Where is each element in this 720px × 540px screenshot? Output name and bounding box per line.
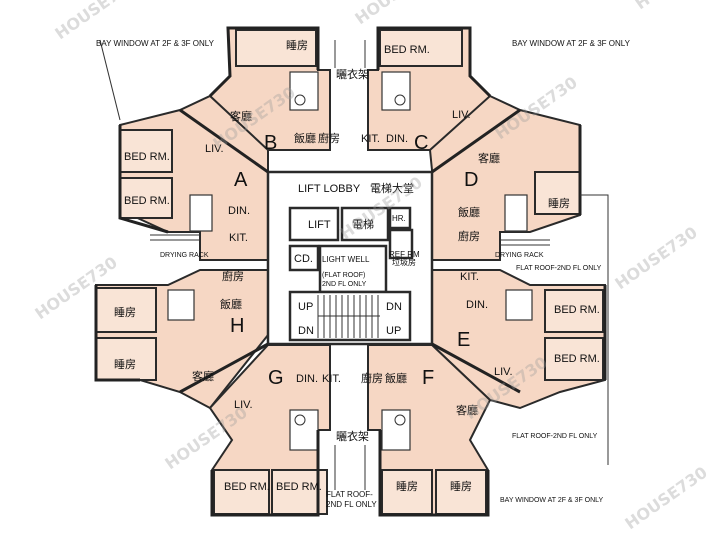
unit-e-bedroom-2 [544,337,604,381]
unit-b-label: B [264,132,277,154]
unit-g-bed1: BED RM. [224,481,270,493]
drying-rack-top: 曬衣架 [336,67,369,81]
unit-a-liv: LIV. [205,143,224,155]
stair-up-2: UP [386,325,401,337]
refuse-room-cn-label: 垃圾房 [392,257,416,267]
unit-e-bed1: BED RM. [554,304,600,316]
lift-1 [288,206,340,242]
unit-c-bedroom [379,29,463,67]
unit-b-bedroom [235,29,317,67]
bedroom-fills [95,29,604,515]
flat-roof-core-2: 2ND FL ONLY [322,281,367,288]
unit-h-kit: 廚房 [222,269,244,283]
unit-f-label: F [422,367,434,389]
unit-e-kit: KIT. [460,271,479,283]
unit-f-liv: 客廳 [456,403,478,417]
watermark-1: HOUSE730 [51,0,140,43]
unit-a-kit: KIT. [229,232,248,244]
unit-a-din: DIN. [228,205,250,217]
stair-up-1: UP [298,301,313,313]
flat-roof-core-1: (FLAT ROOF) [322,272,365,279]
unit-c-din: DIN. [386,133,408,145]
unit-d-bed: 睡房 [548,197,570,210]
unit-b-din: 飯廳 [294,131,316,145]
unit-f-bedroom-2 [435,469,487,515]
unit-c-kit: KIT. [361,133,380,145]
drying-rack-left: DRYING RACK [160,252,209,259]
unit-h-bed1: 睡房 [114,306,136,319]
unit-d-liv: 客廳 [478,151,500,165]
unit-f-din: 飯廳 [385,371,407,385]
hose-reel [388,206,412,230]
stair-dn-1: DN [386,301,402,313]
unit-f-bed2: 睡房 [450,480,472,493]
unit-g-liv: LIV. [234,399,253,411]
unit-d-kit: 廚房 [458,229,480,243]
unit-h-bed2: 睡房 [114,358,136,371]
unit-d-din: 飯廳 [458,205,480,219]
unit-a-bedroom-1 [119,129,173,173]
unit-d-label: D [464,169,478,191]
unit-h-bedroom-1 [95,287,157,333]
lift-2 [340,206,390,242]
unit-h-label: H [230,315,244,337]
unit-a-bed1: BED RM. [124,151,170,163]
lift-lobby-cn-label: 電梯大堂 [370,181,414,195]
lift-cn-label: 電梯 [352,218,374,231]
watermark-7: HOUSE730 [611,223,700,294]
unit-a-bed2: BED RM. [124,195,170,207]
light-well-label: LIGHT WELL [322,255,370,264]
unit-b-bed: 睡房 [286,39,308,52]
flat-roof-right-1: FLAT ROOF-2ND FL ONLY [516,265,602,272]
unit-b-liv: 客廳 [230,109,252,123]
watermark-11: HOUSE730 [621,463,710,534]
unit-f-bed1: 睡房 [396,480,418,493]
lift-lobby-label: LIFT LOBBY [298,183,361,195]
unit-c-label: C [414,132,428,154]
exterior-walls [94,26,607,517]
bathrooms [167,71,533,451]
cable-duct-label: CD. [294,253,313,265]
unit-h-din: 飯廳 [220,297,242,311]
unit-f-bedroom-1 [381,469,433,515]
drying-rack-bottom: 曬衣架 [336,429,369,443]
unit-g-kit: KIT. [322,373,341,385]
bay-window-note-br: BAY WINDOW AT 2F & 3F ONLY [500,497,604,504]
refuse-room-label: REF RM [389,250,420,259]
cable-duct [288,244,320,272]
bay-window-note-tr: BAY WINDOW AT 2F & 3F ONLY [512,39,631,48]
unit-g-bedroom-1 [213,469,270,515]
unit-g-bed2: BED RM. [276,481,322,493]
unit-h-liv: 客廳 [192,369,214,383]
lift-label: LIFT [308,219,331,231]
stair-dn-2: DN [298,325,314,337]
bay-window-note-tl: BAY WINDOW AT 2F & 3F ONLY [96,39,215,48]
drying-rack-right: DRYING RACK [495,252,544,259]
watermark-2: HOUSE730 [351,0,440,28]
central-core [266,170,434,346]
watermark-3: HOUSE730 [631,0,720,13]
unit-a-label: A [234,169,248,191]
flat-roof-bottom-1: FLAT ROOF- [326,490,373,499]
unit-b-kit: 廚房 [318,131,340,145]
unit-g-label: G [268,367,284,389]
unit-e-bed2: BED RM. [554,353,600,365]
unit-c-bed: BED RM. [384,44,430,56]
flat-roof-right-2: FLAT ROOF-2ND FL ONLY [512,433,598,440]
flat-roof-bottom-2: 2ND FL ONLY [326,500,377,509]
unit-e-label: E [457,329,470,351]
unit-c-liv: LIV. [452,109,471,121]
unit-e-bedroom-1 [544,289,604,333]
refuse-room [388,228,414,260]
unit-a-bedroom-2 [119,177,173,219]
hose-reel-label: HR. [392,214,406,223]
unit-e-din: DIN. [466,299,488,311]
unit-f-kit: 廚房 [361,371,383,385]
drying-rack-lines [99,39,609,490]
unit-g-din: DIN. [296,373,318,385]
unit-e-liv: LIV. [494,366,513,378]
